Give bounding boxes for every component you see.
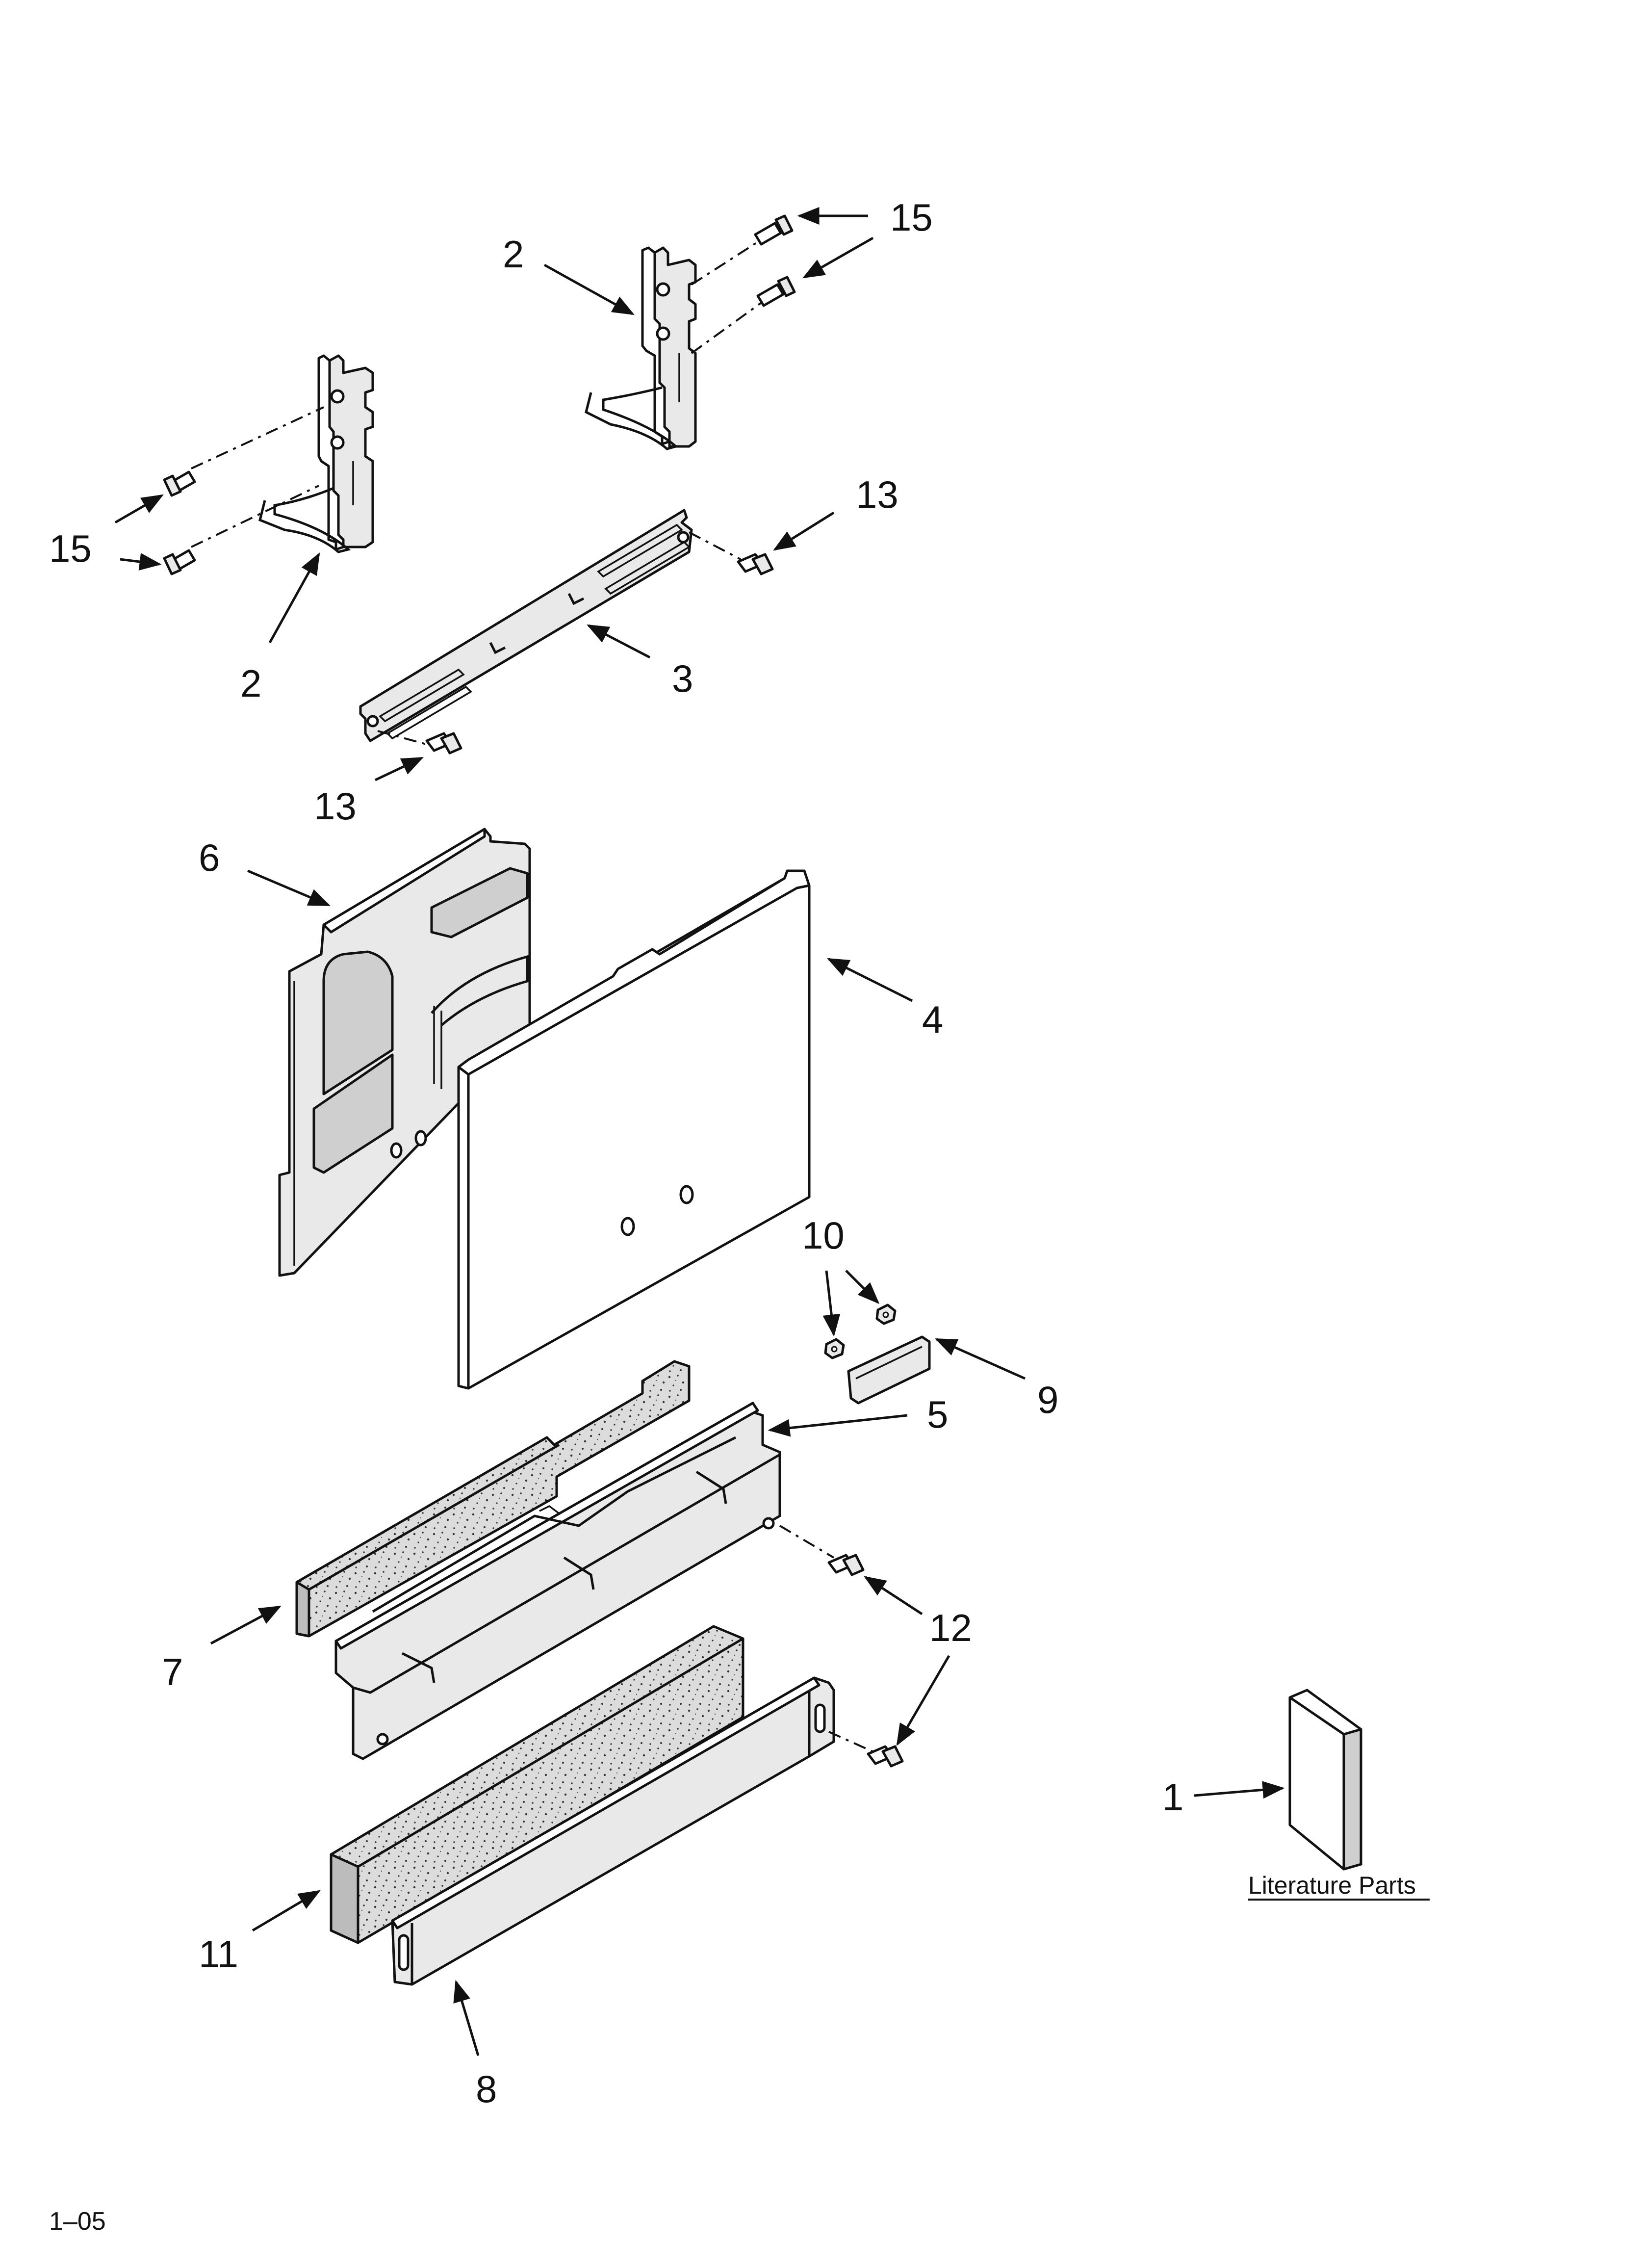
inner-door-panel xyxy=(278,828,531,1277)
foam-insulation-upper xyxy=(295,1360,691,1638)
screw-icon xyxy=(867,1745,904,1768)
bolt-axis-line xyxy=(689,531,741,560)
literature-parts-label: Literature Parts xyxy=(1248,1872,1416,1899)
bolt-axis-line xyxy=(377,730,432,747)
bolt-axis-line xyxy=(828,1731,878,1755)
bolt-axis-line xyxy=(691,239,761,286)
callout-11: 11 xyxy=(199,1932,238,1976)
callout-2: 2 xyxy=(240,662,261,705)
bolt-axis-line xyxy=(191,485,319,548)
nut-icon xyxy=(875,1303,897,1325)
outer-door-panel xyxy=(457,869,811,1390)
bolt-axis-line xyxy=(691,301,764,354)
callout-3: 3 xyxy=(672,657,693,700)
screw-icon xyxy=(756,276,796,307)
hinge-bracket-left xyxy=(258,354,374,553)
kick-plate xyxy=(334,1402,781,1760)
toe-plate xyxy=(391,1676,835,1986)
bolt-axis-line xyxy=(191,406,324,469)
bolt-axis-line xyxy=(779,1525,835,1559)
callout-10: 10 xyxy=(802,1214,845,1257)
hinge-bracket-right xyxy=(585,246,697,450)
callout-5: 5 xyxy=(927,1393,948,1436)
handle-bracket xyxy=(847,1335,931,1405)
callout-1: 1 xyxy=(1162,1775,1183,1819)
callout-8: 8 xyxy=(476,2067,497,2111)
screw-icon xyxy=(163,549,196,575)
nut-icon xyxy=(824,1338,845,1359)
foam-insulation-lower xyxy=(330,1625,744,1944)
support-rail xyxy=(359,509,693,742)
callout-arrows xyxy=(114,207,1285,2056)
callout-13: 13 xyxy=(314,784,357,828)
screw-icon xyxy=(425,732,462,755)
callout-7: 7 xyxy=(162,1650,183,1694)
screw-icon xyxy=(163,470,196,497)
literature-parts-booklet xyxy=(1288,1689,1362,1871)
page-code: 1–05 xyxy=(49,2207,106,2236)
callout-15: 15 xyxy=(890,196,933,239)
screw-icon xyxy=(754,214,794,246)
screw-icon xyxy=(737,553,774,575)
callout-2: 2 xyxy=(503,233,524,276)
screw-icon xyxy=(827,1554,865,1576)
callout-13: 13 xyxy=(856,473,898,516)
callout-15: 15 xyxy=(49,527,92,570)
callout-12: 12 xyxy=(929,1606,972,1649)
callout-6: 6 xyxy=(199,836,220,879)
callout-9: 9 xyxy=(1037,1378,1058,1421)
callout-4: 4 xyxy=(922,998,943,1041)
